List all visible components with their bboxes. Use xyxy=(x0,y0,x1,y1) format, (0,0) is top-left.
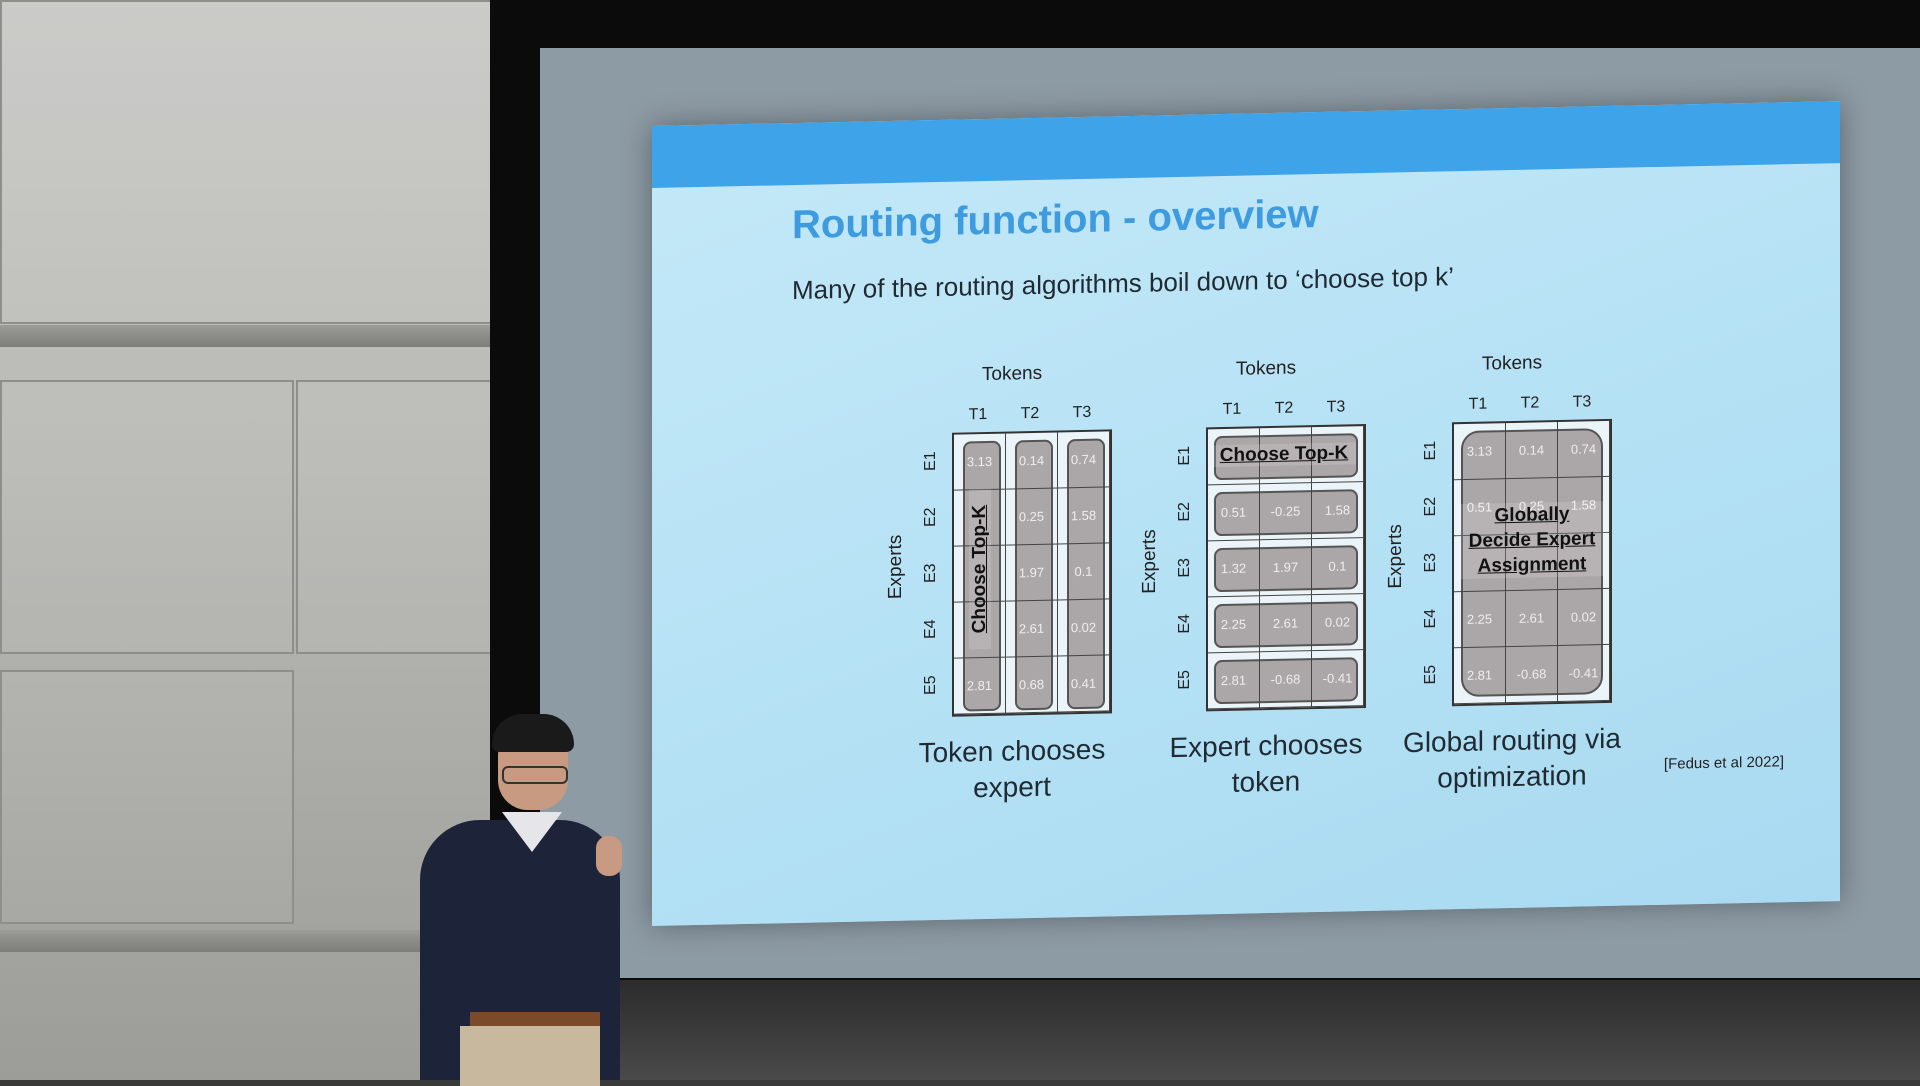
grid-cell: 0.14 xyxy=(1006,432,1058,490)
wall-panel xyxy=(296,380,496,654)
grid-cell: 1.97 xyxy=(1260,539,1312,597)
column-header: T2 xyxy=(1274,399,1294,417)
wall-rail xyxy=(0,325,500,347)
global-assignment-label: Globally Decide Expert Assignment xyxy=(1456,500,1608,580)
grid-cell: 1.97 xyxy=(1006,544,1058,602)
grid-cell: 1.58 xyxy=(1312,482,1364,540)
grid-cell: -0.68 xyxy=(1260,651,1312,709)
caption-line: optimization xyxy=(1437,759,1587,794)
row-header: E3 xyxy=(922,563,939,584)
grid-cell: -0.41 xyxy=(1312,650,1364,708)
caption-line: Global routing via xyxy=(1403,722,1621,759)
caption-line: Token chooses xyxy=(918,733,1106,769)
slide: Routing function - overview Many of the … xyxy=(652,101,1840,927)
grid-cell: 0.14 xyxy=(1506,422,1558,480)
row-header: E2 xyxy=(1422,496,1439,517)
caption-line: Expert chooses xyxy=(1169,728,1363,764)
presenter-glasses xyxy=(502,766,568,784)
routing-grid: 3.13 0.14 0.74 0.51 0.25 1.58 2.25 2.61 … xyxy=(1452,418,1612,707)
row-header: E5 xyxy=(1176,669,1193,690)
row-header: E5 xyxy=(1422,664,1439,685)
presenter-belt xyxy=(470,1012,600,1028)
presenter xyxy=(410,714,630,1086)
caption-line: expert xyxy=(973,770,1051,804)
grid-cell: -0.68 xyxy=(1506,646,1558,704)
panel-caption: Expert chooses token xyxy=(1136,725,1396,802)
presenter-hand xyxy=(596,836,622,876)
grid-cell: 2.61 xyxy=(1260,595,1312,653)
presenter-hair xyxy=(492,714,574,752)
grid-cell: -0.25 xyxy=(1260,483,1312,541)
slide-subtitle: Many of the routing algorithms boil down… xyxy=(792,261,1454,306)
column-header: T1 xyxy=(1222,400,1242,419)
panel-token-chooses-expert: Tokens T1 T2 T3 Experts E1 E2 E3 E4 E5 3… xyxy=(882,361,1142,806)
caption-line: token xyxy=(1231,765,1301,798)
grid-cell: 3.13 xyxy=(1454,423,1506,481)
panel-caption: Token chooses expert xyxy=(882,731,1142,808)
row-header: E1 xyxy=(1422,440,1439,461)
row-header: E4 xyxy=(1422,608,1439,629)
wall-rail xyxy=(0,930,500,952)
grid-cell: 0.68 xyxy=(1006,656,1058,714)
citation: [Fedus et al 2022] xyxy=(1663,753,1784,773)
row-header: E5 xyxy=(922,675,939,696)
overlay-line: Globally xyxy=(1494,503,1570,527)
panel-expert-chooses-token: Tokens T1 T2 T3 Experts E1 E2 E3 E4 E5 0… xyxy=(1136,355,1396,800)
row-header: E2 xyxy=(922,507,939,528)
column-header: T2 xyxy=(1020,404,1040,423)
row-header: E1 xyxy=(1176,445,1193,466)
column-header: T1 xyxy=(968,405,988,424)
column-header: T1 xyxy=(1468,395,1488,413)
grid-cell: 0.41 xyxy=(1058,655,1110,713)
tokens-label: Tokens xyxy=(1481,352,1543,375)
row-header: E1 xyxy=(922,451,939,472)
stage-floor xyxy=(520,980,1920,1080)
tokens-label: Tokens xyxy=(981,362,1043,386)
grid-cell: 0.02 xyxy=(1312,594,1364,652)
column-header: T3 xyxy=(1326,398,1346,416)
column-header: T3 xyxy=(1572,393,1592,411)
wall-panel xyxy=(0,670,294,924)
grid-cell: 0.1 xyxy=(1058,543,1110,601)
row-header: E2 xyxy=(1176,501,1193,522)
grid-cell: 1.58 xyxy=(1058,487,1110,545)
routing-grid: 0.51 -0.25 1.58 1.32 1.97 0.1 2.25 2.61 … xyxy=(1206,424,1366,712)
presenter-pants xyxy=(460,1026,600,1086)
grid-cell: 3.13 xyxy=(954,433,1006,491)
grid-cell: 0.74 xyxy=(1058,431,1110,489)
row-header: E4 xyxy=(922,619,939,640)
overlay-line: Decide Expert xyxy=(1468,528,1596,552)
grid-cell: 0.1 xyxy=(1312,538,1364,596)
grid-cell: 2.81 xyxy=(1454,647,1506,705)
grid-cell: 2.25 xyxy=(1454,591,1506,649)
slide-title: Routing function - overview xyxy=(792,192,1319,248)
panel-global-routing: Tokens T1 T2 T3 Experts E1 E2 E3 E4 E5 3… xyxy=(1382,350,1642,795)
grid-cell: 2.25 xyxy=(1208,596,1260,654)
choose-top-k-label: Choose Top-K xyxy=(969,488,991,650)
row-header: E3 xyxy=(1176,557,1193,578)
grid-cell: 0.74 xyxy=(1558,420,1610,479)
grid-cell: 2.61 xyxy=(1506,590,1558,648)
overlay-line: Assignment xyxy=(1477,553,1587,577)
choose-top-k-label: Choose Top-K xyxy=(1212,442,1356,468)
wall-panel xyxy=(0,380,294,654)
panel-caption: Global routing via optimization xyxy=(1382,720,1642,797)
routing-grid: 3.13 0.14 0.74 0.25 1.58 1.97 0.1 2.61 0… xyxy=(952,429,1112,717)
row-header: E3 xyxy=(1422,552,1439,573)
grid-cell: 0.51 xyxy=(1208,484,1260,542)
grid-cell: 2.81 xyxy=(954,657,1006,715)
grid-cell: 2.61 xyxy=(1006,600,1058,658)
grid-cell: 1.32 xyxy=(1208,540,1260,598)
grid-cell: 2.81 xyxy=(1208,652,1260,710)
grid-cell: 0.02 xyxy=(1058,599,1110,657)
column-header: T2 xyxy=(1520,394,1540,412)
grid-cell: 0.02 xyxy=(1558,588,1610,647)
tokens-label: Tokens xyxy=(1235,357,1297,380)
classroom-wall xyxy=(0,0,500,1080)
grid-cell: 0.25 xyxy=(1006,488,1058,546)
grid-cell: -0.41 xyxy=(1558,644,1610,703)
column-header: T3 xyxy=(1072,403,1092,422)
wall-panel xyxy=(0,0,494,324)
row-header: E4 xyxy=(1176,613,1193,634)
